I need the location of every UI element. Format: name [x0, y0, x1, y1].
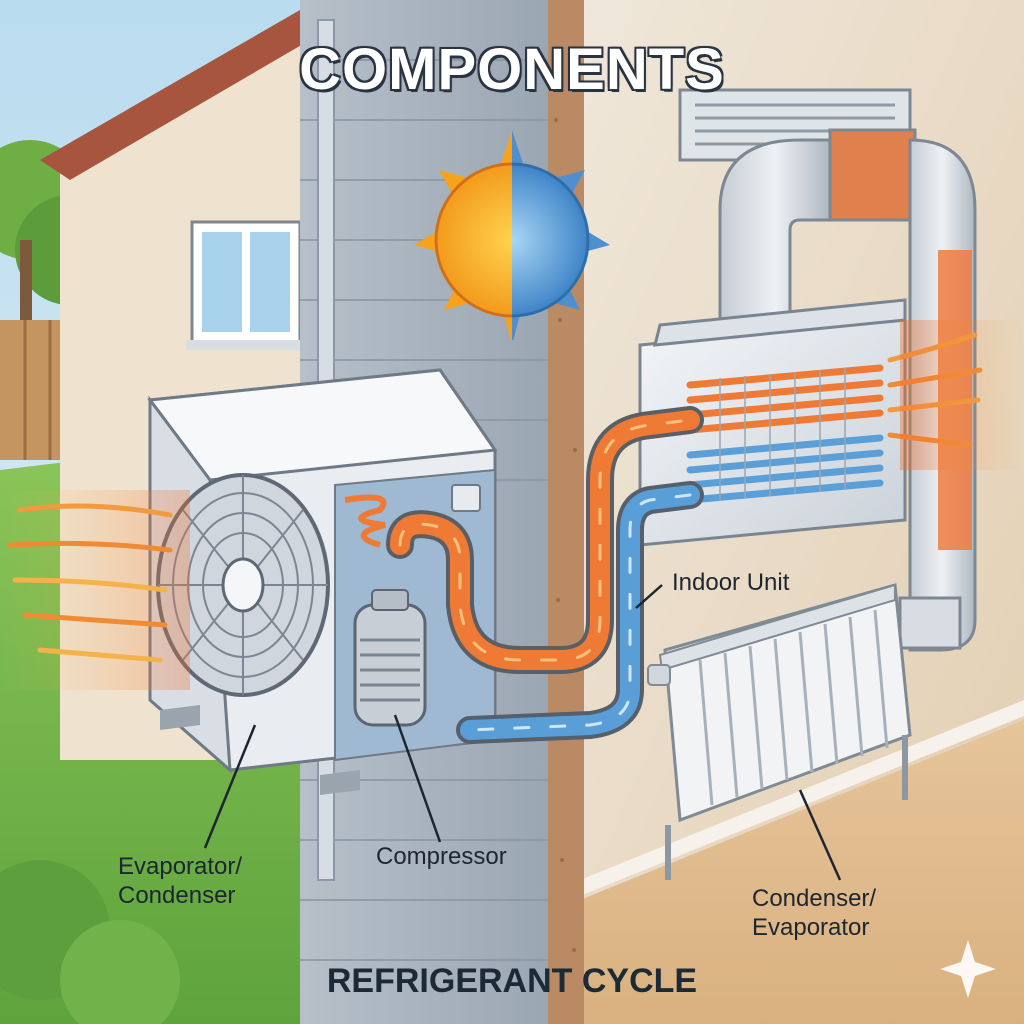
interior-floor [580, 720, 1024, 1024]
diagram-title: COMPONENTS [299, 37, 725, 102]
radiator [647, 583, 912, 880]
compressor-body [353, 589, 427, 727]
label-compressor: Compressor [376, 843, 507, 870]
cold-refrigerant-line [456, 481, 704, 744]
baseboard [580, 700, 1024, 896]
label-evaporator-condenser: Evaporator/ Condenser [118, 852, 242, 910]
hot-refrigerant-line [386, 406, 704, 674]
outdoor-air-flow [0, 490, 190, 690]
label-evaporator-condenser-line2: Condenser [118, 882, 236, 909]
label-condenser-evaporator-line1: Condenser/ [752, 885, 877, 912]
sparkle-icon [940, 940, 996, 998]
sun-icon [414, 130, 512, 340]
outdoor-unit [147, 368, 498, 795]
indoor-unit [638, 298, 907, 547]
wall-cross-section [548, 0, 584, 1024]
label-evaporator-condenser-line1: Evaporator/ [118, 853, 243, 880]
label-condenser-evaporator-line2: Evaporator [752, 914, 870, 941]
snowflake-icon [512, 130, 610, 340]
label-indoor-unit: Indoor Unit [672, 569, 790, 596]
ductwork [678, 88, 977, 652]
house-window [186, 220, 306, 350]
diagram-footer: REFRIGERANT CYCLE [326, 962, 698, 1000]
callout-lines [203, 584, 842, 881]
label-condenser-evaporator: Condenser/ Evaporator [752, 884, 876, 942]
warm-air-flow-indoor [887, 320, 1024, 470]
roof-eave [40, 10, 310, 180]
